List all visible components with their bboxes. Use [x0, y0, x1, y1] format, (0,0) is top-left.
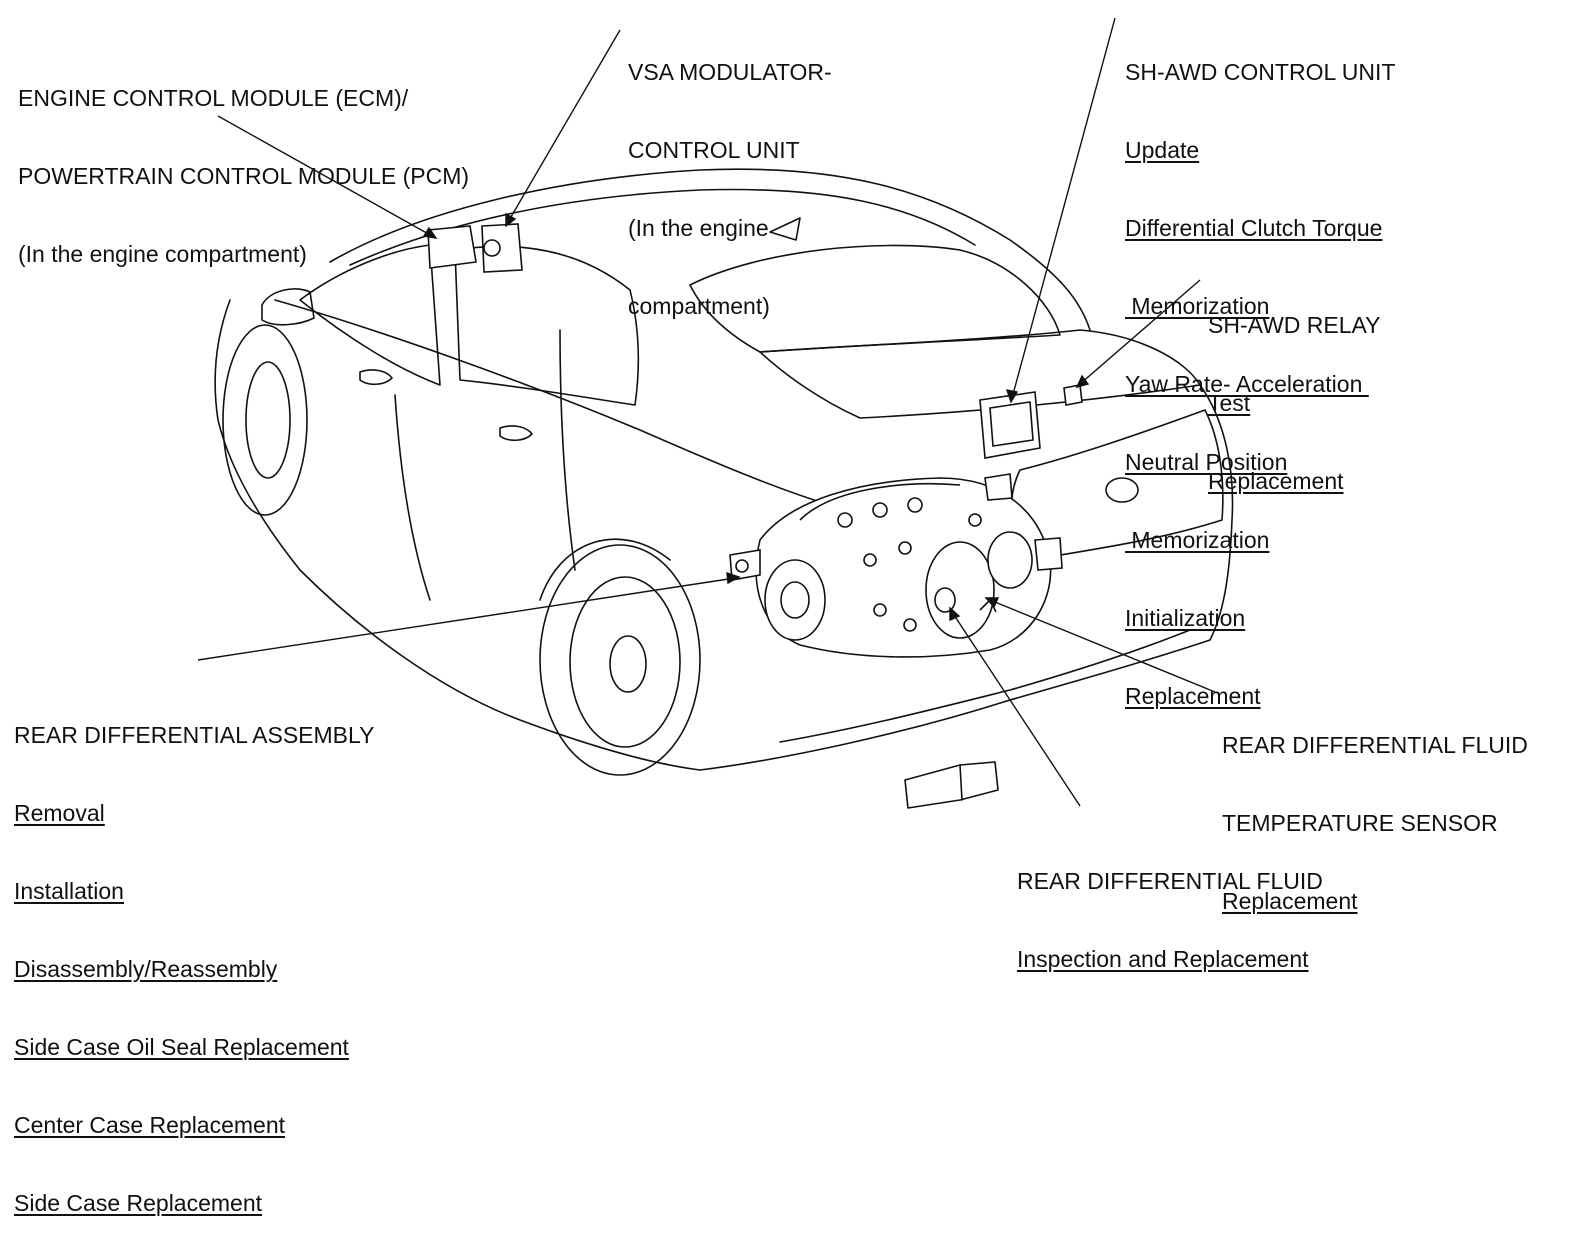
rear-bumper [779, 629, 1191, 743]
link-awd-initialization[interactable]: Initialization [1125, 605, 1246, 631]
link-awd-clutch-torque-memorization[interactable]: Memorization [1125, 293, 1270, 319]
link-awd-clutch-torque[interactable]: Differential Clutch Torque [1125, 215, 1383, 241]
car-illustration [197, 17, 1234, 809]
leader-awd [1011, 17, 1116, 399]
side-beltline [274, 299, 831, 506]
vsa-connector [483, 239, 501, 257]
side-mirror [261, 288, 315, 326]
link-rda-center-case[interactable]: Center Case Replacement [14, 1112, 286, 1138]
front-window [299, 244, 441, 386]
callout-rear-diff-fluid: REAR DIFFERENTIAL FLUID Inspection and R… [1017, 816, 1323, 998]
callout-vsa-title-2: CONTROL UNIT [628, 137, 800, 163]
ecm-box [427, 225, 477, 269]
door-handle-rear [499, 425, 533, 442]
door-handle-front [359, 369, 393, 386]
rear-wheel [539, 544, 701, 776]
link-rda-side-case[interactable]: Side Case Replacement [14, 1190, 263, 1216]
exhaust-tip [904, 761, 999, 809]
callout-awd-title: SH-AWD CONTROL UNIT [1125, 59, 1396, 85]
callout-vsa-title-1: VSA MODULATOR- [628, 59, 832, 85]
leader-fluid [951, 611, 1081, 807]
rear-emblem [1105, 477, 1139, 503]
link-rda-removal[interactable]: Removal [14, 800, 105, 826]
callout-fluid-title: REAR DIFFERENTIAL FLUID [1017, 868, 1323, 894]
link-awd-replacement[interactable]: Replacement [1125, 683, 1261, 709]
callout-vsa-title-4: compartment) [628, 293, 770, 319]
awd-relay [1063, 384, 1083, 406]
front-wheel-hub [245, 361, 291, 479]
front-wheel [222, 324, 308, 516]
link-rda-disassembly[interactable]: Disassembly/Reassembly [14, 956, 278, 982]
door-line [394, 394, 431, 601]
rear-side-window [454, 245, 640, 406]
callout-rear-diff-assembly: REAR DIFFERENTIAL ASSEMBLY Removal Insta… [14, 670, 374, 1242]
leader-relay [1079, 279, 1201, 385]
rear-window [689, 244, 1061, 353]
link-relay-test[interactable]: Test [1208, 390, 1251, 416]
rear-wheel-rim [569, 576, 681, 748]
leader-ecm [217, 115, 433, 237]
callout-ecm-title-1: ENGINE CONTROL MODULE (ECM)/ [18, 85, 409, 111]
door-line-2 [559, 329, 576, 571]
callout-vsa: VSA MODULATOR- CONTROL UNIT (In the engi… [628, 7, 832, 345]
callout-awd-relay: SH-AWD RELAY Test Replacement [1208, 260, 1381, 520]
callout-ecm-title-2: POWERTRAIN CONTROL MODULE (PCM) [18, 163, 470, 189]
side-body [214, 299, 701, 771]
leader-rda [197, 577, 736, 661]
callout-relay-title: SH-AWD RELAY [1208, 312, 1381, 338]
rear-differential [729, 473, 1063, 658]
awd-control-unit [979, 391, 1041, 459]
callout-vsa-title-3: (In the engine [628, 215, 769, 241]
link-relay-replacement[interactable]: Replacement [1208, 468, 1344, 494]
callout-rda-title: REAR DIFFERENTIAL ASSEMBLY [14, 722, 375, 748]
rear-body [699, 384, 1234, 771]
link-awd-yaw-rate[interactable]: Yaw Rate- Acceleration [1125, 371, 1369, 397]
leader-temp [989, 599, 1216, 693]
callout-temp-title-2: TEMPERATURE SENSOR [1222, 810, 1498, 836]
link-fluid-inspection[interactable]: Inspection and Replacement [1017, 946, 1309, 972]
callout-awd-control-unit: SH-AWD CONTROL UNIT Update Differential … [1125, 7, 1395, 735]
link-rda-oil-seal[interactable]: Side Case Oil Seal Replacement [14, 1034, 349, 1060]
link-awd-neutral-memorization[interactable]: Memorization [1125, 527, 1270, 553]
link-awd-update[interactable]: Update [1125, 137, 1200, 163]
wheel-arch [539, 538, 671, 601]
rear-wheel-hub [609, 635, 647, 693]
roof-marker [769, 217, 801, 241]
link-rda-installation[interactable]: Installation [14, 878, 124, 904]
callout-ecm: ENGINE CONTROL MODULE (ECM)/ POWERTRAIN … [18, 33, 469, 293]
leader-vsa [507, 29, 621, 223]
link-awd-neutral-position[interactable]: Neutral Position [1125, 449, 1288, 475]
callout-ecm-title-3: (In the engine compartment) [18, 241, 307, 267]
callout-temp-title-1: REAR DIFFERENTIAL FLUID [1222, 732, 1528, 758]
